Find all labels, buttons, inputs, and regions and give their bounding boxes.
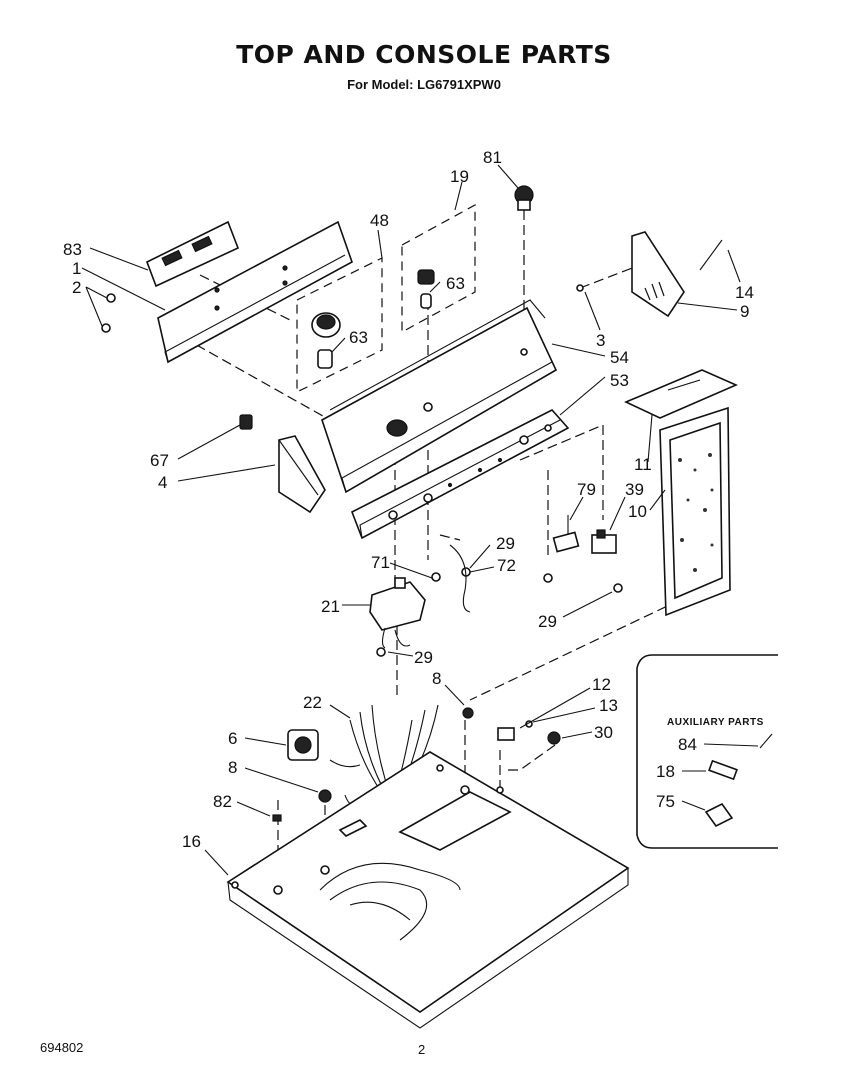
fasteners — [272, 707, 561, 822]
page-number: 2 — [418, 1042, 426, 1057]
callout-8-upper: 8 — [432, 669, 441, 688]
callout-9: 9 — [740, 302, 749, 321]
callout-10: 10 — [628, 502, 647, 521]
console-back-panel — [101, 220, 353, 364]
callout-39: 39 — [625, 480, 644, 499]
callout-67: 67 — [150, 451, 169, 470]
timer-motor — [369, 544, 471, 649]
callout-81: 81 — [483, 148, 502, 167]
callout-14: 14 — [735, 283, 754, 302]
callout-72: 72 — [497, 556, 516, 575]
callout-54: 54 — [610, 348, 629, 367]
control-bracket-outlines — [296, 203, 476, 393]
callout-4: 4 — [158, 473, 167, 492]
callout-21: 21 — [321, 597, 340, 616]
auxiliary-parts-box: AUXILIARY PARTS — [636, 654, 778, 849]
callout-48: 48 — [370, 211, 389, 230]
model-subtitle: For Model: LG6791XPW0 — [347, 77, 501, 92]
callout-29-switch: 29 — [538, 612, 557, 631]
page-title: TOP AND CONSOLE PARTS — [236, 40, 612, 69]
callout-84: 84 — [678, 735, 697, 754]
console-housing — [321, 299, 558, 494]
callout-16: 16 — [182, 832, 201, 851]
selector-knob — [417, 269, 435, 309]
callout-82: 82 — [213, 792, 232, 811]
callout-6: 6 — [228, 729, 237, 748]
callout-83: 83 — [63, 240, 82, 259]
callout-18: 18 — [656, 762, 675, 781]
document-number: 694802 — [40, 1040, 84, 1055]
callout-29-wire: 29 — [496, 534, 515, 553]
callout-30: 30 — [594, 723, 613, 742]
callout-19: 19 — [450, 167, 469, 186]
callout-63-lower: 63 — [349, 328, 368, 347]
callout-71: 71 — [371, 553, 390, 572]
leader-lines — [81, 164, 759, 876]
dryer-top-panel — [226, 751, 630, 1029]
callout-1: 1 — [72, 259, 81, 278]
control-panel-plate — [350, 409, 570, 540]
callout-2: 2 — [72, 278, 81, 297]
right-end-cap — [576, 231, 723, 318]
callout-8-lower: 8 — [228, 758, 237, 777]
callout-22: 22 — [303, 693, 322, 712]
callout-11: 11 — [634, 455, 652, 474]
callout-labels: 83 1 2 48 19 81 63 63 14 9 3 54 53 67 4 … — [63, 148, 754, 851]
callout-29-motor: 29 — [414, 648, 433, 667]
assembly-lines — [169, 210, 681, 890]
callout-75: 75 — [656, 792, 675, 811]
auxiliary-parts-title: AUXILIARY PARTS — [667, 717, 764, 728]
callout-13: 13 — [599, 696, 618, 715]
switches — [552, 515, 617, 554]
callout-12: 12 — [592, 675, 611, 694]
callout-3: 3 — [596, 331, 605, 350]
timer-knob — [311, 312, 341, 369]
callout-63-upper: 63 — [446, 274, 465, 293]
push-knob — [514, 185, 534, 211]
callout-79: 79 — [577, 480, 596, 499]
callout-53: 53 — [610, 371, 629, 390]
lint-screen — [624, 369, 738, 617]
console-end-cap — [239, 414, 326, 514]
